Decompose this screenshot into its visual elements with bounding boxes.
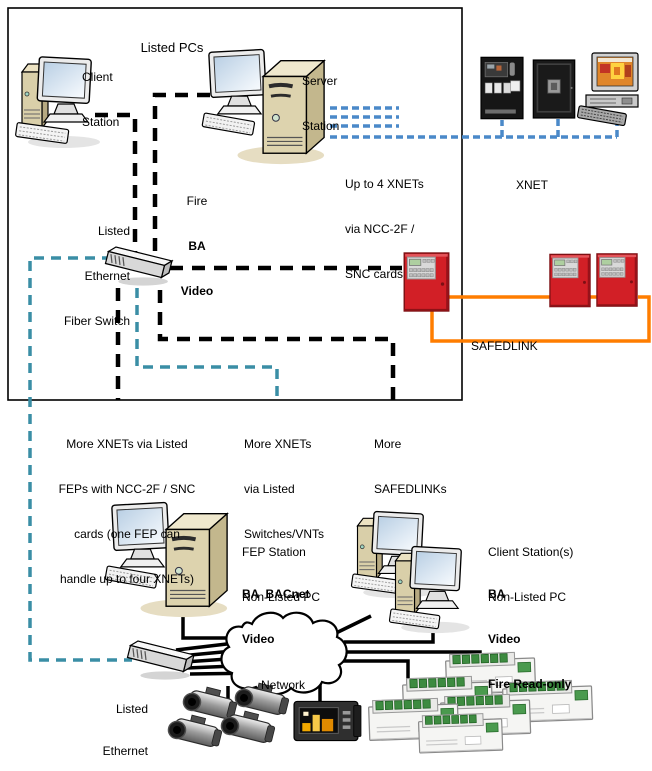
- ba-control-panels-label: BA Control Panels: [392, 747, 522, 771]
- xnet-note-label: Up to 4 XNETs via NCC-2F / SNC cards: [345, 177, 424, 281]
- lower-fiber-switch-label: Listed Ethernet Fiber Switch: [102, 702, 148, 758]
- switch-to-safedlinks-note-line: [157, 290, 396, 400]
- server-station-label: Server Station: [302, 74, 340, 133]
- network-cloud: [220, 611, 348, 696]
- fiber-switch-label: Listed Ethernet Fiber Switch: [63, 224, 130, 328]
- cloud-to-ba-line-2: [343, 659, 410, 693]
- switch-to-lower-switch-fiber-line: [28, 256, 132, 662]
- fiber-dashed-lines: [28, 256, 279, 662]
- ip-cameras-label: IP Cameras: [178, 747, 282, 771]
- fep-services-label: BA BACnet Video: [242, 587, 310, 646]
- network-label: Network: [260, 678, 305, 692]
- more-switches-note: More XNETs via Listed Switches/VNTs: [244, 437, 325, 541]
- switch-to-switches-note-line: [135, 288, 279, 402]
- xnet-workstation-illustration: [576, 52, 639, 127]
- client-services-label: BA Video Fire Read-only: [488, 587, 572, 691]
- xnet-label: XNET: [515, 178, 548, 192]
- fire-panel-illustration: [596, 253, 638, 307]
- more-safedlinks-note: More SAFEDLINKs: [374, 437, 447, 496]
- client-a-to-cloud-line: [333, 614, 372, 636]
- black-dashed-lines: [95, 92, 402, 400]
- listed-pcs-title: Listed PCs: [140, 40, 204, 55]
- xnet-panel-illustration: [480, 56, 524, 120]
- xnet-dashed-lines: [330, 106, 619, 139]
- more-feps-note: More XNETs via Listed FEPs with NCC-2F /…: [58, 437, 196, 586]
- safedlink-return-loop: [430, 295, 651, 343]
- server-to-switch-line: [152, 92, 210, 252]
- listed-pcs-boundary-box: [7, 7, 463, 401]
- client-station-label: Client Station: [82, 70, 120, 129]
- safedlink-label: SAFEDLINK: [471, 339, 538, 353]
- modbus-label: Modbus: [294, 743, 358, 771]
- fep-station-label: FEP Station Non-Listed PC: [242, 545, 321, 604]
- fire-panel-illustration: [549, 253, 591, 308]
- xnet-cabinet-illustration: [532, 59, 576, 119]
- client-station-illustration: [388, 545, 471, 634]
- server-services-label: Fire BA Video: [180, 194, 214, 298]
- client-stations-label: Client Station(s) Non-Listed PC: [488, 545, 574, 604]
